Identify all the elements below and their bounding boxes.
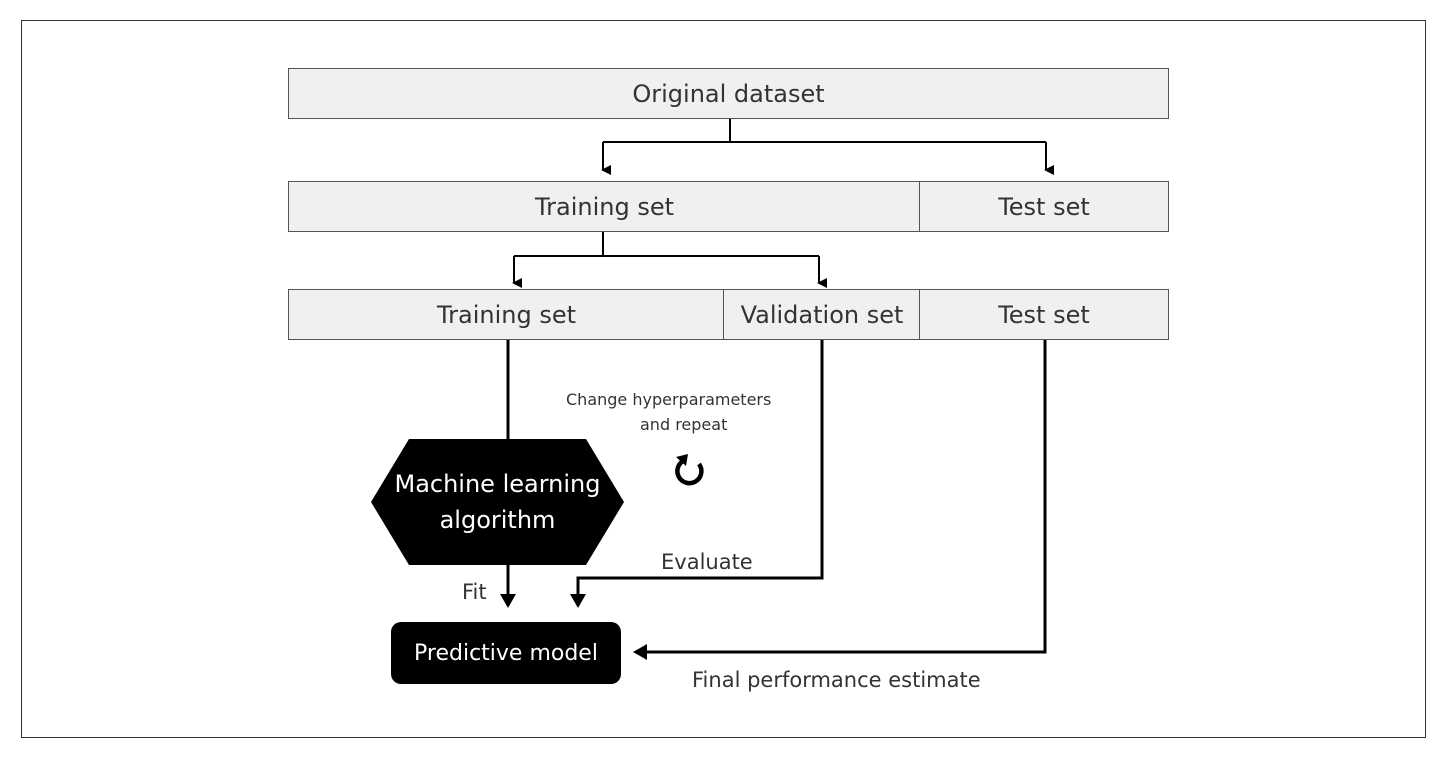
change-hyperparameters-line2: and repeat: [640, 415, 728, 434]
algorithm-label: Machine learning algorithm: [371, 439, 624, 565]
final-performance-label: Final performance estimate: [692, 668, 981, 692]
algorithm-hexagon: [371, 439, 624, 565]
split-connector-2: [514, 231, 819, 257]
fit-label: Fit: [462, 580, 487, 604]
training-set-label-row2: Training set: [534, 192, 674, 221]
original-dataset-label: Original dataset: [632, 79, 825, 108]
original-dataset-box: Original dataset: [288, 68, 1169, 119]
validation-set-box: Validation set: [723, 289, 921, 340]
training-set-box-row2: Training set: [288, 181, 921, 232]
refresh-icon: [675, 454, 704, 486]
training-set-box-row3: Training set: [288, 289, 725, 340]
change-hyperparameters-line1: Change hyperparameters: [566, 390, 772, 409]
algorithm-label-line1: Machine learning: [394, 470, 601, 498]
test-set-box-row3: Test set: [919, 289, 1169, 340]
training-set-label-row3: Training set: [436, 300, 576, 329]
final-estimate-arrow: [633, 340, 1047, 660]
test-set-label-row3: Test set: [998, 300, 1090, 329]
predictive-model-label: Predictive model: [414, 640, 598, 666]
validation-set-label: Validation set: [740, 300, 904, 329]
algorithm-label-line2: algorithm: [439, 506, 556, 534]
test-set-label-row2: Test set: [998, 192, 1090, 221]
evaluate-label: Evaluate: [661, 550, 753, 574]
diagram-frame: [21, 20, 1426, 738]
split-connector-1: [603, 118, 1046, 143]
test-set-box-row2: Test set: [919, 181, 1169, 232]
evaluate-arrow: [570, 340, 824, 608]
predictive-model-box: Predictive model: [391, 622, 621, 684]
